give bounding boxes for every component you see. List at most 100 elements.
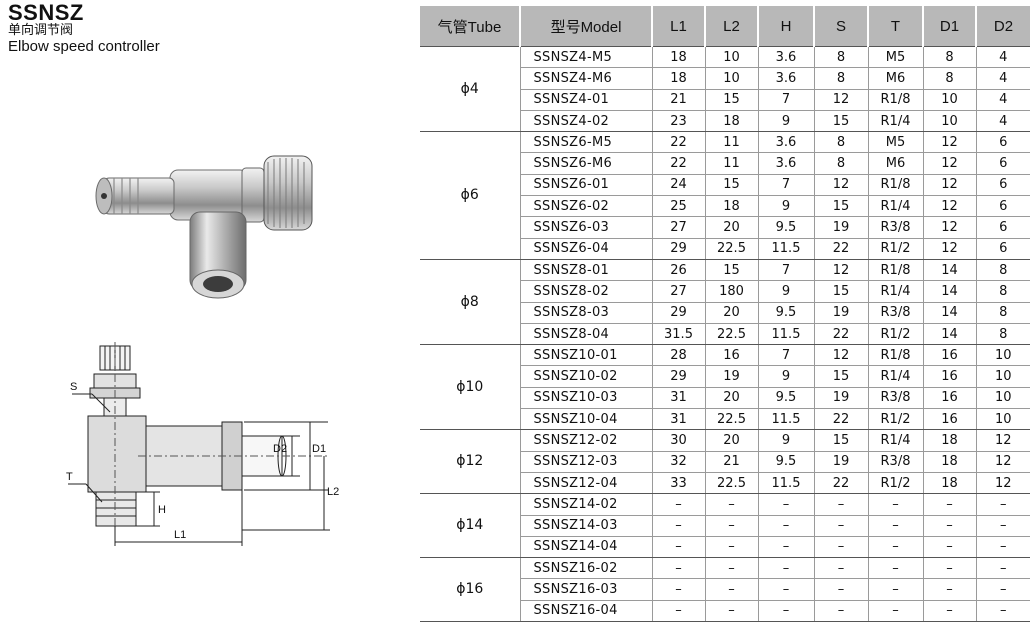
value-cell: –: [922, 493, 976, 516]
value-cell: 9.5: [757, 216, 814, 239]
tube-size-cell: ϕ16: [420, 557, 520, 622]
value-cell: 29: [651, 365, 705, 388]
column-header: 气管Tube: [420, 6, 521, 47]
model-cell: SSNSZ8-04: [519, 323, 652, 346]
value-cell: 6: [975, 216, 1030, 239]
value-cell: 9: [757, 110, 814, 133]
value-cell: R1/4: [867, 280, 923, 303]
value-cell: –: [757, 515, 814, 537]
value-cell: 20: [704, 216, 758, 239]
value-cell: 180: [704, 280, 758, 303]
value-cell: 28: [651, 344, 705, 367]
model-cell: SSNSZ6-02: [519, 195, 652, 218]
value-cell: –: [704, 557, 758, 580]
value-cell: 9.5: [757, 387, 814, 410]
value-cell: –: [813, 557, 868, 580]
value-cell: 11: [704, 152, 758, 175]
value-cell: R3/8: [867, 216, 923, 239]
value-cell: 29: [651, 302, 705, 324]
value-cell: R1/2: [867, 323, 923, 346]
label-h: H: [158, 504, 166, 516]
value-cell: 9: [757, 195, 814, 218]
value-cell: –: [704, 493, 758, 516]
value-cell: 15: [704, 259, 758, 282]
value-cell: 7: [757, 259, 814, 282]
model-cell: SSNSZ6-04: [519, 238, 652, 260]
product-name-english: Elbow speed controller: [8, 38, 160, 55]
value-cell: –: [813, 578, 868, 601]
value-cell: 6: [975, 152, 1030, 175]
value-cell: –: [757, 600, 814, 622]
value-cell: –: [651, 578, 705, 601]
model-cell: SSNSZ10-01: [519, 344, 652, 367]
value-cell: –: [813, 515, 868, 537]
table-row: SSNSZ16-03–––––––: [420, 578, 1030, 601]
model-cell: SSNSZ12-04: [519, 472, 652, 495]
value-cell: 6: [975, 174, 1030, 197]
value-cell: –: [651, 515, 705, 537]
value-cell: 8: [975, 323, 1030, 346]
value-cell: 22: [813, 238, 868, 260]
value-cell: 21: [651, 89, 705, 111]
value-cell: 12: [975, 429, 1030, 452]
product-photo: [95, 155, 313, 299]
value-cell: 3.6: [757, 131, 814, 154]
value-cell: 22: [813, 472, 868, 495]
value-cell: R1/8: [867, 259, 923, 282]
value-cell: 33: [651, 472, 705, 495]
value-cell: 12: [813, 174, 868, 197]
value-cell: 8: [813, 131, 868, 154]
model-cell: SSNSZ4-01: [519, 89, 652, 111]
column-header: L2: [705, 6, 759, 47]
value-cell: –: [867, 515, 923, 537]
value-cell: 12: [922, 195, 976, 218]
value-cell: 19: [813, 302, 868, 324]
value-cell: 10: [975, 344, 1030, 367]
model-cell: SSNSZ4-02: [519, 110, 652, 133]
value-cell: 4: [975, 46, 1030, 69]
value-cell: 8: [813, 152, 868, 175]
value-cell: –: [867, 536, 923, 559]
value-cell: –: [922, 578, 976, 601]
model-cell: SSNSZ12-02: [519, 429, 652, 452]
value-cell: 25: [651, 195, 705, 218]
value-cell: 9.5: [757, 302, 814, 324]
value-cell: –: [651, 536, 705, 559]
value-cell: 3.6: [757, 152, 814, 175]
value-cell: –: [975, 493, 1030, 516]
value-cell: –: [757, 493, 814, 516]
value-cell: 22: [651, 131, 705, 154]
value-cell: 11.5: [757, 238, 814, 260]
value-cell: 8: [813, 46, 868, 69]
value-cell: 14: [922, 323, 976, 346]
value-cell: –: [867, 600, 923, 622]
value-cell: 19: [813, 451, 868, 473]
value-cell: 31: [651, 387, 705, 410]
value-cell: 9.5: [757, 451, 814, 473]
value-cell: 8: [975, 302, 1030, 324]
label-d1: D1: [312, 443, 326, 455]
value-cell: –: [922, 515, 976, 537]
value-cell: 6: [975, 238, 1030, 260]
value-cell: 6: [975, 195, 1030, 218]
value-cell: 15: [704, 89, 758, 111]
model-cell: SSNSZ8-02: [519, 280, 652, 303]
value-cell: 20: [704, 302, 758, 324]
value-cell: –: [975, 578, 1030, 601]
value-cell: 10: [975, 408, 1030, 431]
value-cell: –: [922, 536, 976, 559]
column-header: T: [868, 6, 924, 47]
value-cell: 22.5: [704, 323, 758, 346]
value-cell: 29: [651, 238, 705, 260]
value-cell: 3.6: [757, 67, 814, 90]
label-l2: L2: [327, 486, 339, 498]
value-cell: 18: [651, 67, 705, 90]
value-cell: 31: [651, 408, 705, 431]
value-cell: 4: [975, 110, 1030, 133]
